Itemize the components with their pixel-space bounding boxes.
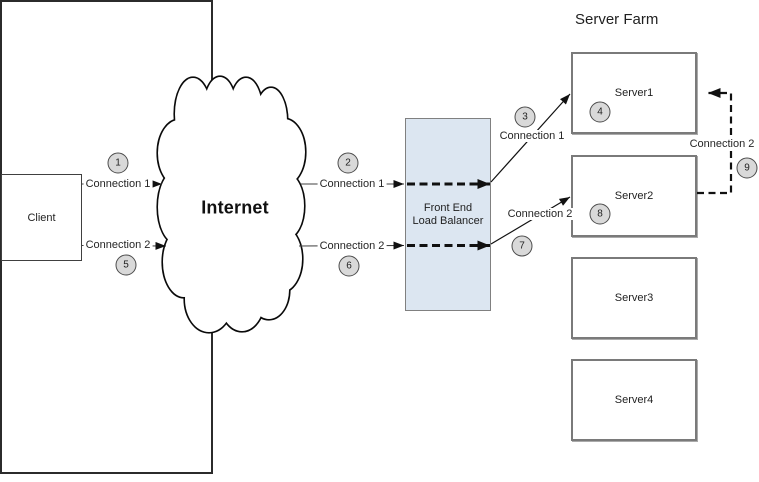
internet-label: Internet [201,197,269,218]
client-label: Client [27,211,56,224]
step-badge-8: 8 [589,203,611,225]
server4-box: Server4 [571,359,697,441]
step-badge-4: 4 [589,101,611,123]
label-internet-connection1: Connection 1 [317,178,387,190]
step-badge-5: 5 [115,254,137,276]
label-client-connection1: Connection 1 [83,178,153,190]
load-balancer-label-line2: Load Balancer [412,214,484,227]
load-balancer-label-line1: Front End [423,201,473,214]
server2-label: Server2 [614,190,654,202]
step-badge-7: 7 [511,235,533,257]
label-client-connection2: Connection 2 [83,239,153,251]
label-internet-connection2: Connection 2 [317,240,387,252]
label-lb-connection2: Connection 2 [505,208,575,220]
line-lb-to-server2 [490,196,571,245]
step-badge-1: 1 [107,152,129,174]
server-farm-title: Server Farm [575,11,659,28]
load-balancer-box: Front End Load Balancer [405,118,491,311]
server3-label: Server3 [614,292,654,304]
label-lb-connection1: Connection 1 [497,130,567,142]
client-box: Client [1,174,82,261]
step-badge-3: 3 [514,106,536,128]
server3-box: Server3 [571,257,697,339]
step-badge-2: 2 [337,152,359,174]
server1-box: Server1 [571,52,697,134]
server1-label: Server1 [614,87,654,99]
step-badge-9: 9 [736,157,758,179]
server2-box: Server2 [571,155,697,237]
server4-label: Server4 [614,394,654,406]
step-badge-6: 6 [338,255,360,277]
label-farm-connection2: Connection 2 [687,138,757,150]
